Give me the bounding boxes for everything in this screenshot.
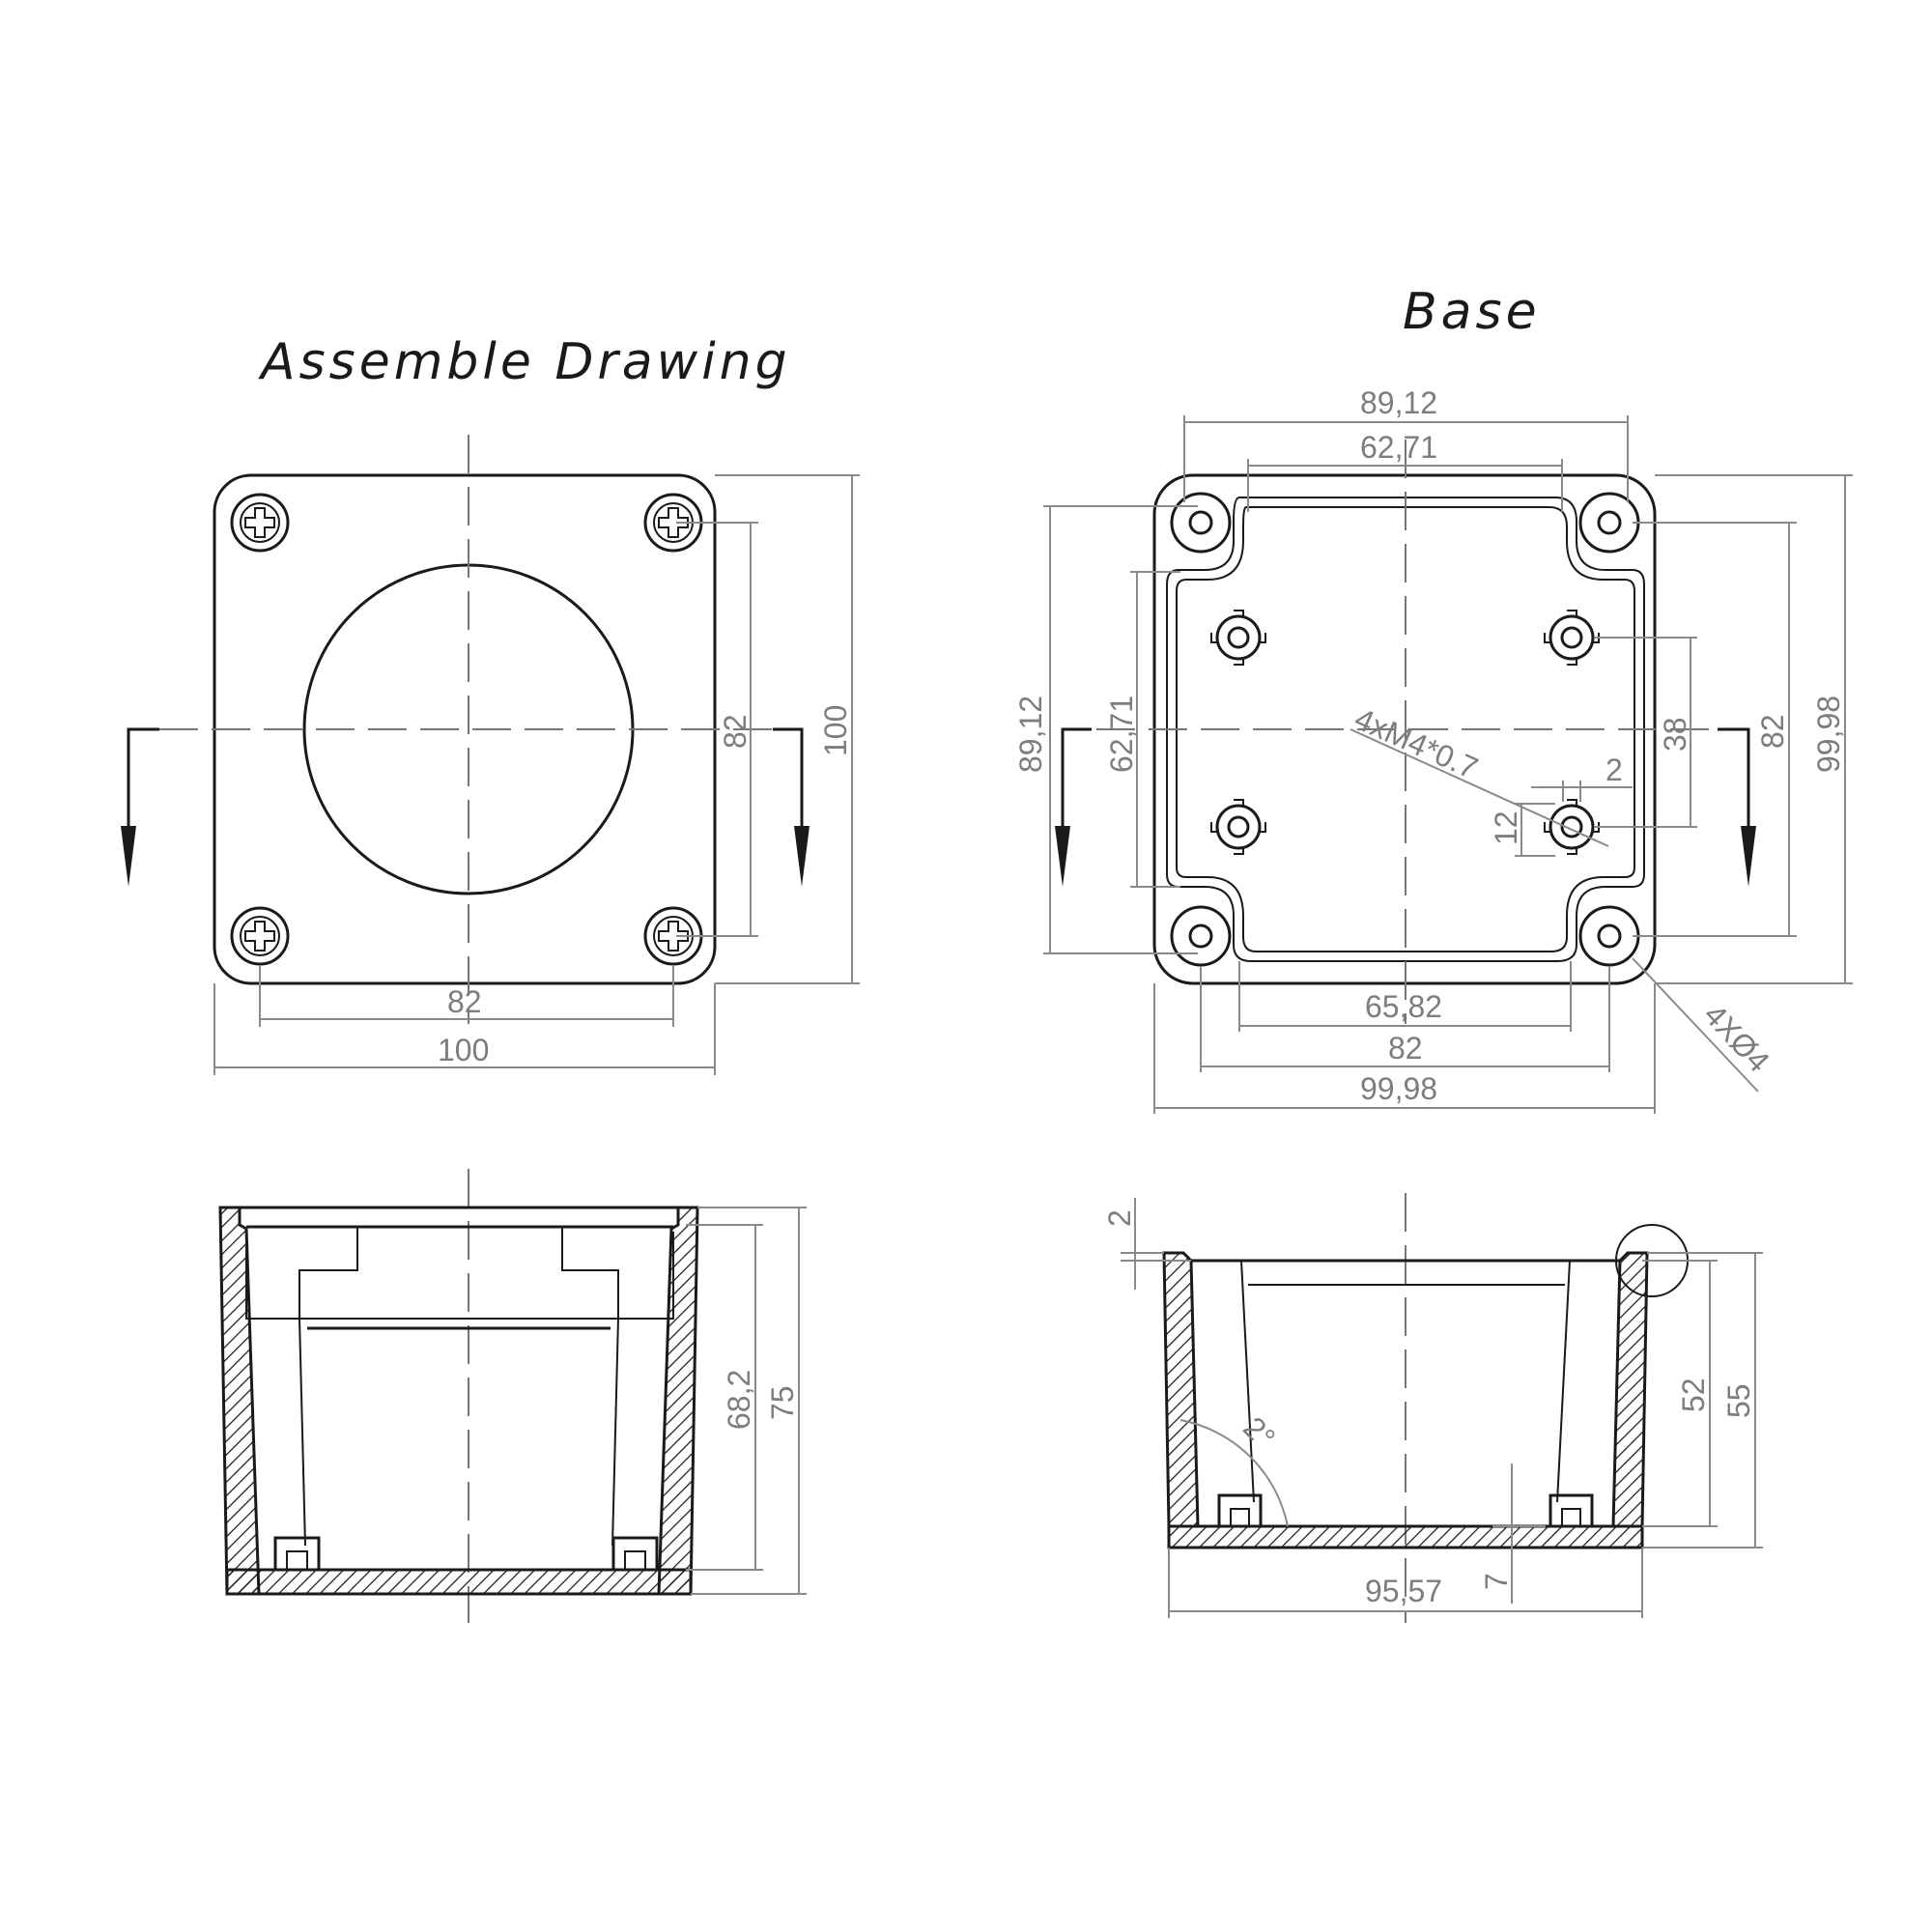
dim-2: 2 <box>1605 753 1623 787</box>
dim-width-outer: 100 <box>438 1033 489 1067</box>
dim-55: 55 <box>1721 1383 1756 1418</box>
hole-note: 4XØ4 <box>1697 997 1776 1078</box>
base-top-view: 89,12 62,71 89,12 62,71 65,82 82 99,98 3… <box>1013 385 1853 1114</box>
dim-right-outer: 99,98 <box>1811 696 1846 773</box>
section-arrow-left <box>1055 727 1092 887</box>
dim-52: 52 <box>1676 1378 1711 1412</box>
angle-label: 2° <box>1236 1409 1282 1455</box>
section-floor <box>225 1568 693 1596</box>
boss-bottom-left <box>1210 799 1266 855</box>
thread-note: 4xM4*0.7 <box>1350 701 1483 786</box>
base-title: Base <box>1403 283 1541 341</box>
boss-top-left <box>1210 610 1266 666</box>
dim-bottom-outer: 99,98 <box>1360 1071 1437 1106</box>
screw-top-left <box>230 493 290 553</box>
section-arrow-right <box>773 727 810 887</box>
foot-right <box>611 1536 659 1570</box>
dim-height-outer: 100 <box>818 705 853 756</box>
assemble-section-view: 68,2 75 <box>218 1169 807 1623</box>
dim-left-outer: 89,12 <box>1013 696 1048 773</box>
screw-bottom-left <box>230 906 290 966</box>
dim-width-inner: 82 <box>447 984 482 1019</box>
section-wall-right <box>1611 1251 1649 1528</box>
dim-7: 7 <box>1479 1573 1514 1590</box>
section-wall-right <box>657 1206 699 1596</box>
section-floor <box>1167 1524 1644 1549</box>
section-arrow-left <box>121 727 159 887</box>
dim-75: 75 <box>765 1385 800 1420</box>
assemble-top-view: 82 100 82 100 <box>121 435 860 1075</box>
corner-hole-top-left <box>1170 492 1232 554</box>
dim-12: 12 <box>1489 810 1523 845</box>
assemble-drawing-title: Assemble Drawing <box>258 333 791 391</box>
base-section-view: 2° 2 52 55 7 95,57 <box>1102 1193 1763 1623</box>
dim-width: 95,57 <box>1365 1574 1442 1608</box>
dim-height-inner: 82 <box>718 714 753 749</box>
section-wall-left <box>1162 1251 1200 1528</box>
foot-left <box>1217 1493 1263 1526</box>
dim-68: 68,2 <box>722 1370 756 1430</box>
dim-bottom-mid: 82 <box>1388 1031 1423 1065</box>
section-wall-left <box>218 1206 261 1596</box>
dim-right-38: 38 <box>1658 717 1692 752</box>
boss-bottom-right <box>1544 799 1600 855</box>
corner-hole-bottom-right <box>1578 905 1640 967</box>
dim-top-outer: 89,12 <box>1360 385 1437 420</box>
dim-left-inner: 62,71 <box>1104 696 1139 773</box>
dim-right-82: 82 <box>1755 714 1790 749</box>
foot-right <box>1548 1493 1594 1526</box>
corner-hole-top-right <box>1578 492 1640 554</box>
dim-top-inner: 62,71 <box>1360 430 1437 465</box>
corner-hole-bottom-left <box>1170 905 1232 967</box>
dim-bottom-inner: 65,82 <box>1365 989 1442 1024</box>
section-arrow-right <box>1718 727 1756 887</box>
boss-top-right <box>1544 610 1600 666</box>
foot-left <box>273 1536 321 1570</box>
dim-2-section: 2 <box>1102 1209 1137 1227</box>
